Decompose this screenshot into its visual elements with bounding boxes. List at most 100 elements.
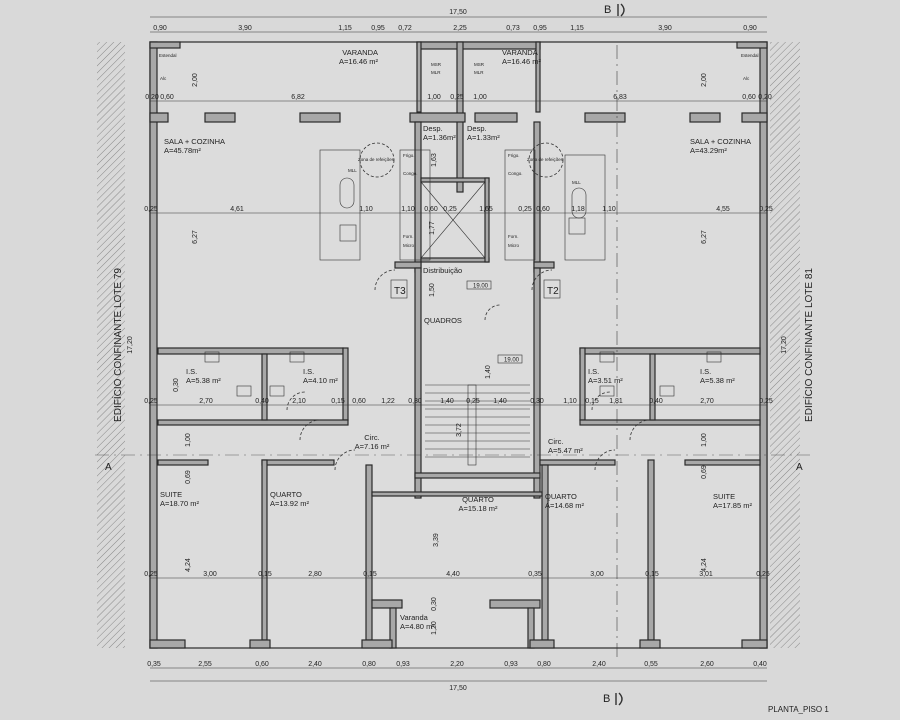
wall (759, 41, 768, 649)
dimension-label: 2,25 (453, 25, 467, 32)
room-name: Circ. (364, 433, 379, 442)
dimension-label: 0,20 (145, 94, 159, 101)
fixture-label: MLR (431, 70, 441, 75)
dimension-label: 2,70 (199, 398, 213, 405)
wall (529, 639, 555, 649)
wall (533, 261, 555, 269)
dimension-label: 0,60 (352, 398, 366, 405)
dimension-label: 3,01 (699, 571, 713, 578)
dimension-label: 3,00 (590, 571, 604, 578)
wall (579, 419, 761, 426)
fixture-label: Frigo. (508, 153, 520, 158)
dimension-label: 0,30 (530, 398, 544, 405)
fixture-label: Micro (403, 243, 414, 248)
dimension-label: 0,25 (518, 206, 532, 213)
dimension-label: 1,20 (431, 621, 438, 635)
wall (261, 353, 268, 421)
dimension-label: 3,72 (456, 423, 463, 437)
level-label: 19.00 (504, 358, 520, 364)
quadros-label: QUADROS (424, 316, 462, 325)
dimension-label: 1,50 (429, 283, 436, 297)
overall-width-top: 17,50 (449, 9, 467, 16)
wall (484, 177, 490, 263)
fixture-label: Zona de refeições (527, 157, 564, 162)
section-b-top: B (604, 4, 611, 16)
neighbor-hatch-left (97, 42, 125, 648)
wall (299, 112, 341, 123)
room-name: Desp. (467, 124, 487, 133)
sanitary-fixture (599, 351, 615, 363)
section-b-top-arrow (617, 3, 625, 17)
t3-label: T3 (394, 286, 406, 297)
cooktop-icon (339, 224, 357, 242)
wall (157, 459, 209, 466)
dimension-label: 2,70 (700, 398, 714, 405)
door-swing (299, 419, 321, 441)
dimension-label: 6,27 (701, 230, 708, 244)
dimension-label: 0,25 (443, 206, 457, 213)
section-a-right: A (796, 462, 803, 473)
dimension-label: 4,61 (230, 206, 244, 213)
wall (371, 599, 403, 609)
door-swing (334, 449, 356, 471)
dimension-label: 1,77 (429, 221, 436, 235)
room-name: Circ. (548, 437, 563, 446)
dimension-label: 0,30 (408, 398, 422, 405)
door-swing (286, 391, 306, 411)
fixture-label: Zona de refeições (358, 157, 395, 162)
door-swing (531, 269, 553, 291)
door-swing (374, 269, 396, 291)
section-b-bottom: B (603, 693, 610, 705)
fixtures (204, 142, 722, 471)
dimension-label: 1,10 (563, 398, 577, 405)
wall (535, 41, 541, 113)
room-name: I.S. (186, 367, 197, 376)
dimension-label: 0,25 (466, 398, 480, 405)
dimension-label: 0,35 (147, 661, 161, 668)
dimension-label: 1,40 (440, 398, 454, 405)
wall (647, 459, 655, 641)
room-area: A=14.68 m² (545, 501, 584, 510)
dimension-label: 0,72 (398, 25, 412, 32)
door-swing (484, 304, 501, 321)
dimension-label: 0,60 (424, 206, 438, 213)
room-area: A=17.85 m² (713, 501, 752, 510)
dimension-label: 0,40 (255, 398, 269, 405)
room-area: A=5.38 m² (700, 376, 735, 385)
wall (741, 112, 768, 123)
room-name: SALA + COZINHA (690, 137, 751, 146)
dimension-label: 1,40 (493, 398, 507, 405)
dimension-label: 1,15 (570, 25, 584, 32)
wall (361, 639, 393, 649)
dimension-label: 3,90 (658, 25, 672, 32)
dimension-label: 0,20 (758, 94, 772, 101)
room-name: Desp. (423, 124, 443, 133)
room-area: A=4.80 m² (400, 622, 435, 631)
level-marker (497, 354, 523, 364)
dimension-label: 4,24 (185, 558, 192, 572)
wall (579, 347, 586, 421)
dimension-label: 1,15 (338, 25, 352, 32)
fixture-label: Alc (743, 76, 750, 81)
wall (489, 599, 541, 609)
room-area: A=5.38 m² (186, 376, 221, 385)
wall (371, 491, 543, 497)
wall (149, 639, 186, 649)
dimension-label: 6,27 (192, 230, 199, 244)
dimension-label: 0,25 (144, 206, 158, 213)
dimension-label: 1,40 (485, 365, 492, 379)
walls (149, 41, 768, 649)
room-name: SALA + COZINHA (164, 137, 225, 146)
room-area: A=16.46 m² (339, 57, 378, 66)
dimension-label: 1,10 (401, 206, 415, 213)
wall (684, 459, 761, 466)
drawing-title: PLANTA_PISO 1 (768, 705, 829, 714)
elevator-shaft (420, 181, 486, 259)
dimension-label: 0,90 (743, 25, 757, 32)
dimension-label: 0,15 (331, 398, 345, 405)
room-name: SUITE (160, 490, 182, 499)
room-area: A=5.47 m² (548, 446, 583, 455)
dimension-label: 1,00 (185, 433, 192, 447)
wall (736, 41, 768, 49)
